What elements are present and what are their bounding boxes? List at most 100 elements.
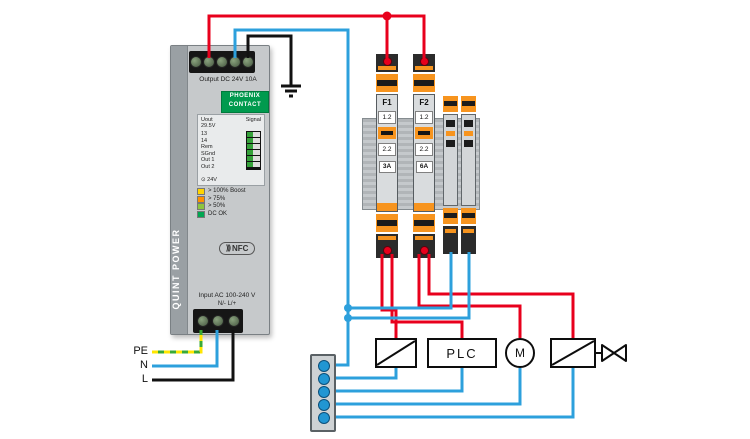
rail-terminal-block-2	[461, 96, 476, 254]
brand-line-1: PHOENIX	[229, 93, 261, 99]
terminal-body	[461, 114, 476, 206]
wire-f1-to-plc	[390, 254, 464, 338]
terminal-mark	[464, 120, 473, 127]
solenoid-valve-coil	[550, 338, 596, 368]
valve-triangle-left-icon	[601, 344, 615, 362]
breaker-top-plug	[413, 54, 435, 72]
blue-terminal	[318, 360, 330, 372]
motor-load: M	[505, 338, 535, 368]
led-row: > 50%	[197, 203, 269, 211]
psu-side-label: QUINT POWER	[171, 228, 181, 310]
output-circle-icon: ⊙	[201, 177, 206, 183]
circuit-breaker-f2: F2 1.2 2.2 6A	[413, 54, 435, 258]
dip-switch-block	[246, 131, 261, 170]
terminal-screw-icon	[203, 56, 215, 68]
terminal-bottom-plug	[461, 226, 476, 254]
screw-icon	[419, 246, 429, 255]
wire-motor-return	[336, 368, 522, 406]
terminal-bottom-plug	[443, 226, 458, 254]
led-row: > 75%	[197, 196, 269, 204]
breaker-window-2: 2.2	[415, 143, 433, 156]
led-swatch-75	[197, 195, 205, 203]
breaker-top-plug	[376, 54, 398, 72]
terminal-screw-icon	[216, 56, 228, 68]
wire-terminal1-return	[348, 252, 453, 310]
junction-dot	[344, 304, 352, 312]
terminal-mark	[446, 131, 455, 136]
breaker-bottom-connector	[413, 214, 435, 232]
breaker-foot	[377, 203, 397, 211]
breaker-body: F1 1.2 2.2 3A	[376, 94, 398, 212]
wire-f1-to-load	[380, 254, 398, 338]
blue-terminal	[318, 386, 330, 398]
led-row: DC OK	[197, 211, 269, 219]
breaker-window-2: 2.2	[378, 143, 396, 156]
screw-icon	[419, 57, 429, 66]
signal-header: Signal	[245, 117, 261, 123]
breaker-top-connector	[376, 74, 398, 92]
nfc-waves-icon: )))	[226, 245, 231, 252]
psu-side-strip: QUINT POWER	[171, 46, 188, 334]
terminal-bottom-connector	[461, 208, 476, 224]
led-swatch-boost	[197, 188, 205, 196]
wire-f2-to-valve	[427, 254, 575, 338]
screw-icon	[382, 246, 392, 255]
junction-dot	[382, 11, 392, 21]
breaker-bottom-connector	[376, 214, 398, 232]
wire-load-return	[336, 368, 398, 380]
breaker-foot	[414, 203, 434, 211]
nfc-logo: ))) NFC	[219, 242, 256, 255]
power-supply-unit: QUINT POWER Output DC 24V 10A PHOENIX CO…	[170, 45, 270, 335]
psu-input-label: Input AC 100-240 V	[198, 292, 256, 299]
minus-distribution-block	[310, 354, 336, 432]
wire-neutral	[152, 330, 219, 368]
psu-24v-label: ⊙ 24V	[201, 177, 217, 183]
breaker-name: F2	[419, 98, 429, 107]
terminal-mark	[446, 120, 455, 127]
psu-input-terminal-block	[193, 309, 243, 333]
terminal-screw-icon	[190, 56, 202, 68]
blue-terminal	[318, 373, 330, 385]
circuit-breaker-f1: F1 1.2 2.2 3A	[376, 54, 398, 258]
generic-load-symbol	[375, 338, 417, 368]
psu-input-terminal-marking: N/- L/+	[217, 301, 237, 307]
breaker-rating: 3A	[378, 161, 396, 173]
phoenix-contact-logo: PHOENIX CONTACT	[221, 91, 269, 113]
screw-icon	[382, 57, 392, 66]
terminal-screw-icon	[242, 56, 254, 68]
led-swatch-50	[197, 203, 205, 211]
breaker-toggle	[415, 127, 433, 139]
terminal-mark	[464, 131, 473, 136]
terminal-bottom-connector	[443, 208, 458, 224]
label-n: N	[140, 359, 148, 371]
breaker-toggle	[378, 127, 396, 139]
breaker-top-connector	[413, 74, 435, 92]
psu-output-terminal-block	[189, 51, 255, 73]
signal-terminal-labels: 13 14 Rem SGnd Out 1 Out 2	[201, 131, 216, 170]
junction-dot	[344, 314, 352, 322]
breaker-rating: 6A	[415, 161, 433, 173]
breaker-name: F1	[382, 98, 392, 107]
wire-plc-return	[336, 368, 464, 393]
led-row: > 100% Boost	[197, 188, 269, 196]
brand-line-2: CONTACT	[228, 102, 262, 108]
terminal-body	[443, 114, 458, 206]
valve-triangle-right-icon	[613, 344, 627, 362]
terminal-screw-icon	[229, 56, 241, 68]
wire-valve-return	[336, 368, 575, 419]
uout-block: Uout 29.5V	[201, 117, 216, 129]
psu-signal-panel: Uout 29.5V Signal 13 14 Rem SGnd Out 1 O…	[197, 114, 265, 186]
blue-terminal	[318, 399, 330, 411]
ac-input-wires	[152, 330, 235, 382]
blue-terminal	[318, 412, 330, 424]
breaker-bottom-plug	[413, 234, 435, 258]
psu-led-legend: > 100% Boost > 75% > 50% DC OK	[197, 188, 269, 218]
label-pe: PE	[133, 345, 148, 357]
wire-terminal2-return	[348, 252, 471, 320]
terminal-top-connector	[461, 96, 476, 112]
breaker-window-1: 1.2	[415, 111, 433, 124]
breaker-window-1: 1.2	[378, 111, 396, 124]
breaker-bottom-plug	[376, 234, 398, 258]
psu-output-label: Output DC 24V 10A	[199, 76, 257, 83]
